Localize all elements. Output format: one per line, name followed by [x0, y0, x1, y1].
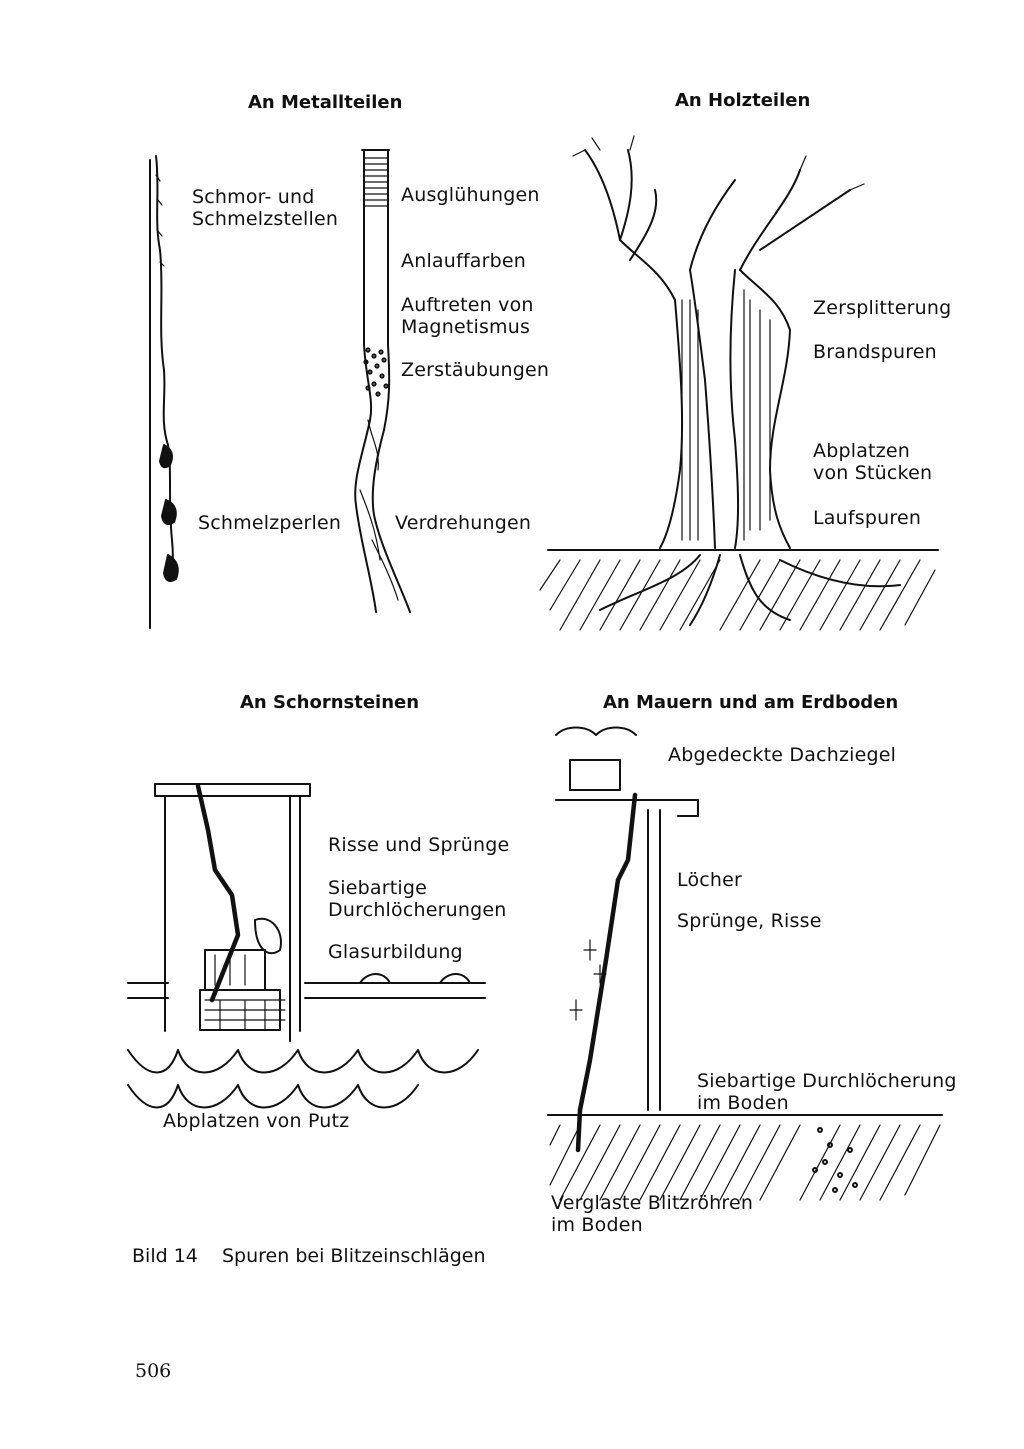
- label-zerstaeubungen: Zerstäubungen: [401, 359, 550, 381]
- wall-panel-title: An Mauern und am Erdboden: [603, 692, 899, 713]
- label-spruenge: Sprünge, Risse: [677, 910, 822, 932]
- label-boden-line2: im Boden: [697, 1092, 789, 1114]
- melted-wire-drawing: [149, 155, 179, 629]
- label-schmor-line2: Schmelzstellen: [192, 208, 339, 230]
- page-number: 506: [135, 1360, 172, 1382]
- label-anlauffarben: Anlauffarben: [401, 250, 527, 272]
- tree-drawing: [572, 135, 865, 549]
- figure-caption: Spuren bei Blitzeinschlägen: [222, 1245, 486, 1267]
- label-brandspuren: Brandspuren: [813, 341, 937, 363]
- label-abplatzen-putz: Abplatzen von Putz: [163, 1110, 350, 1132]
- label-dachziegel: Abgedeckte Dachziegel: [668, 744, 897, 766]
- label-verdrehungen: Verdrehungen: [395, 512, 532, 534]
- metal-panel-title: An Metallteilen: [248, 92, 403, 113]
- chimney-panel-title: An Schornsteinen: [240, 692, 420, 713]
- label-siebartig-line1: Siebartige: [328, 877, 428, 899]
- ground-roots-drawing: [539, 549, 939, 631]
- wall-drawing: [547, 726, 943, 1201]
- figure-number: Bild 14: [132, 1245, 198, 1267]
- label-blitzroehren-line2: im Boden: [551, 1214, 643, 1236]
- label-glasurbildung: Glasurbildung: [328, 941, 463, 963]
- label-laufspuren: Laufspuren: [813, 507, 922, 529]
- label-schmelzperlen: Schmelzperlen: [198, 512, 342, 534]
- label-schmor-line1: Schmor- und: [192, 186, 315, 208]
- label-blitzroehren-line1: Verglaste Blitzröhren: [551, 1192, 754, 1214]
- label-siebartig-line2: Durchlöcherungen: [328, 899, 507, 921]
- label-abplatzen-line2: von Stücken: [813, 462, 933, 484]
- label-auftreten-line2: Magnetismus: [401, 316, 531, 338]
- label-zersplitterung: Zersplitterung: [813, 297, 952, 319]
- wood-panel-title: An Holzteilen: [675, 90, 811, 111]
- label-abplatzen-line1: Abplatzen: [813, 440, 910, 462]
- label-boden-line1: Siebartige Durchlöcherung: [697, 1070, 957, 1092]
- label-ausgluehungen: Ausglühungen: [401, 184, 540, 206]
- label-risse: Risse und Sprünge: [328, 834, 510, 856]
- chimney-drawing: [127, 783, 486, 1109]
- label-auftreten-line1: Auftreten von: [401, 294, 534, 316]
- twisted-rod-drawing: [354, 149, 411, 613]
- label-loecher: Löcher: [677, 869, 743, 891]
